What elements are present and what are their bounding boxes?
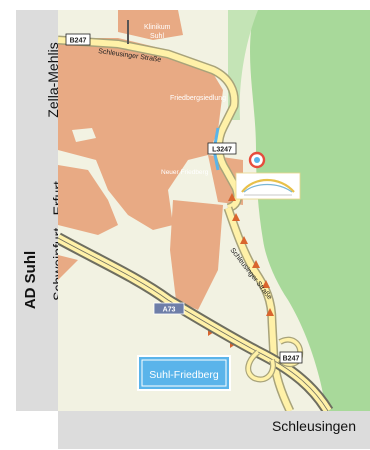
svg-text:A73: A73: [163, 307, 176, 314]
road-shield-l3247: L3247: [207, 142, 237, 155]
place-label-neuer-friedberg: Neuer Friedberg: [161, 169, 209, 176]
direction-label-ad-suhl: AD Suhl: [22, 250, 39, 310]
motorway-a73-divider: [57, 237, 329, 412]
exit-sign-suhl-friedberg: Suhl-Friedberg: [137, 355, 231, 391]
direction-label-schleusingen: Schleusingen: [271, 418, 356, 434]
exit-sign-label: Suhl-Friedberg: [149, 369, 219, 381]
town-area-north: [118, 10, 183, 40]
company-logo: [235, 172, 301, 200]
town-area-west: [58, 165, 118, 235]
place-label-friedbergsiedlung: Friedbergsiedlung: [170, 95, 226, 102]
left-frame-bar: Zella-Mehlis AD Suhl Schweinfurt - Erfur…: [16, 10, 66, 411]
map-svg[interactable]: Klinikum Suhl Friedbergsiedlung Neuer Fr…: [55, 10, 370, 415]
town-area-sw: [58, 255, 78, 280]
place-label-klinikum: Klinikum: [144, 24, 171, 31]
place-label-suhl: Suhl: [150, 33, 164, 40]
forest-area: [250, 10, 370, 411]
interchange-loop-west[interactable]: [246, 350, 275, 382]
map-canvas[interactable]: Klinikum Suhl Friedbergsiedlung Neuer Fr…: [55, 10, 370, 415]
town-area-friedberg-south: [170, 200, 223, 310]
town-clearing: [72, 128, 96, 142]
svg-text:L3247: L3247: [212, 147, 232, 154]
road-shield-a73: A73: [153, 302, 185, 315]
svg-text:B247: B247: [283, 356, 300, 363]
location-marker-icon[interactable]: [248, 151, 266, 169]
road-shield-b247-top: B247: [65, 33, 91, 46]
svg-text:B247: B247: [70, 38, 87, 45]
direction-arrow-icon: [208, 193, 274, 348]
road-schleusinger-south[interactable]: [225, 207, 293, 413]
road-b247[interactable]: [57, 37, 241, 211]
road-shield-b247-bottom: B247: [279, 351, 303, 364]
town-area-main: [58, 38, 223, 230]
bottom-frame-bar: [58, 411, 370, 449]
